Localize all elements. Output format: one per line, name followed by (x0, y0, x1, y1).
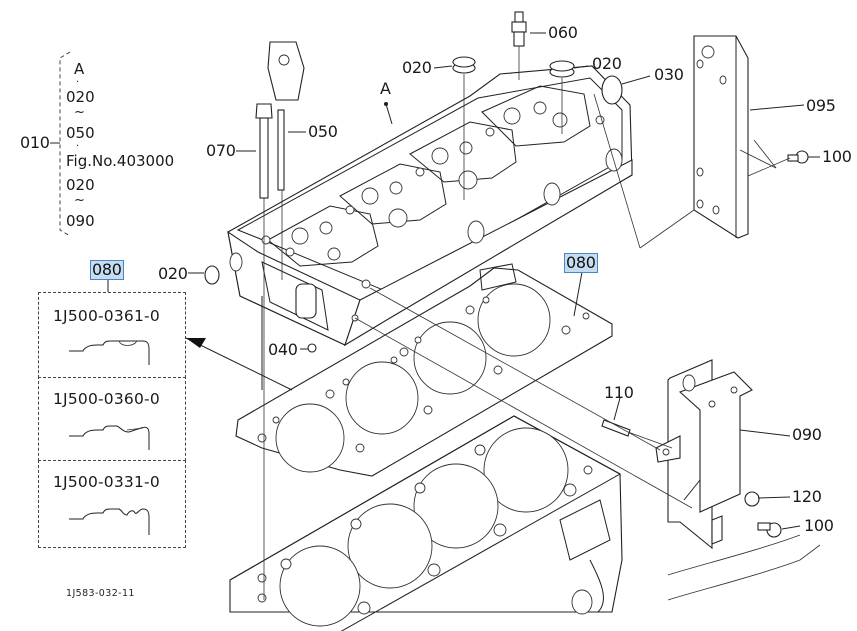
callout-020-top[interactable]: 020 (402, 58, 432, 77)
stud-110 (601, 419, 631, 437)
bracket-line-a: A (74, 60, 85, 78)
plug-020-right (549, 60, 575, 78)
bracket-line-020-b: 020 (66, 176, 95, 194)
sensor-060 (511, 11, 527, 47)
cylinder-head (227, 65, 633, 347)
callout-010[interactable]: 010 (20, 133, 50, 152)
callout-095[interactable]: 095 (806, 96, 836, 115)
bracket-line-tilde: ~ (74, 105, 85, 120)
bracket-line-fig-ref[interactable]: Fig.No.403000 (66, 152, 175, 170)
gasket-profile-triple-notch (69, 508, 150, 535)
bracket-brace (50, 51, 71, 237)
bracket-line-020: 020 (66, 88, 95, 106)
gasket-variant-1[interactable]: 1J500-0361-0 (38, 292, 186, 378)
nut-120 (744, 491, 760, 507)
gasket-profile-double-step (69, 425, 150, 450)
callout-050[interactable]: 050 (308, 122, 338, 141)
callout-060[interactable]: 060 (548, 23, 578, 42)
callout-020-right[interactable]: 020 (592, 54, 622, 73)
bracket-090 (655, 359, 821, 601)
bracket-line-090: 090 (66, 212, 95, 230)
callout-100-bottom[interactable]: 100 (804, 516, 834, 535)
plate-095 (693, 35, 749, 239)
gasket-variant-3[interactable]: 1J500-0331-0 (38, 460, 186, 548)
callout-040[interactable]: 040 (268, 340, 298, 359)
callout-080-variants[interactable]: 080 (90, 260, 124, 280)
callout-110[interactable]: 110 (604, 383, 634, 402)
bolt-040 (307, 343, 317, 353)
point-a-label: A (380, 79, 391, 98)
bracket-line-tilde-2: ~ (74, 193, 85, 208)
callout-090[interactable]: 090 (792, 425, 822, 444)
bolt-100-top (787, 150, 809, 164)
callout-120[interactable]: 120 (792, 487, 822, 506)
plug-020-left (204, 265, 220, 285)
bracket-line-dot-2: · (76, 141, 80, 152)
head-gasket (235, 263, 613, 477)
bolt-100-bottom (757, 522, 782, 538)
callout-080-gasket[interactable]: 080 (564, 253, 598, 273)
part-number: 1J500-0361-0 (53, 307, 160, 325)
part-number: 1J500-0360-0 (53, 390, 160, 408)
part-number: 1J500-0331-0 (53, 473, 160, 491)
callout-020-left[interactable]: 020 (158, 264, 188, 283)
plug-020-top (452, 56, 476, 74)
figure-id: 1J583-032-11 (66, 588, 135, 599)
gasket-variant-2[interactable]: 1J500-0360-0 (38, 376, 186, 461)
head-bolt-070 (255, 103, 273, 199)
bracket-line-050: 050 (66, 124, 95, 142)
cylinder-block (229, 415, 623, 631)
bracket-line-dot: · (76, 77, 80, 88)
callout-070[interactable]: 070 (206, 141, 236, 160)
gasket-profile-single-notch (69, 340, 150, 365)
plug-030 (601, 75, 623, 105)
callout-030[interactable]: 030 (654, 65, 684, 84)
leader-lines (107, 32, 820, 600)
stud-050 (267, 41, 305, 191)
callout-100-top[interactable]: 100 (822, 147, 852, 166)
